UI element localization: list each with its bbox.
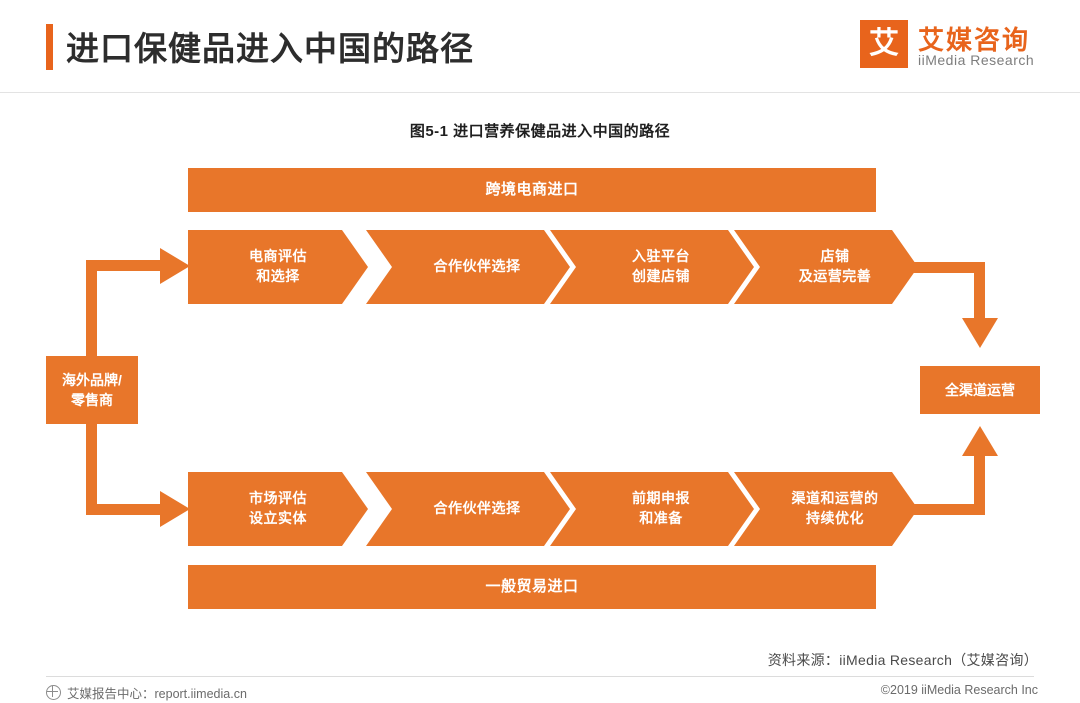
connector-bottom-to-end-v <box>974 456 985 515</box>
brand-logo: 艾 艾媒咨询 iiMedia Research <box>860 20 1046 74</box>
step-label-line1: 合作伙伴选择 <box>433 258 521 275</box>
arrowhead-bottom-left-icon <box>160 491 190 527</box>
connector-top-to-end-h <box>900 262 984 273</box>
arrowhead-end-bottom-icon <box>962 426 998 456</box>
connector-start-up <box>86 260 97 360</box>
connector-start-down <box>86 420 97 515</box>
step-label-line2: 创建店铺 <box>632 268 690 284</box>
step-label-line1: 入驻平台 <box>632 248 690 265</box>
arrowhead-top-left-icon <box>160 248 190 284</box>
step-general-trade-1[interactable]: 市场评估 设立实体 <box>188 472 368 546</box>
title-accent-bar <box>46 24 53 70</box>
step-label-line2: 持续优化 <box>806 510 864 526</box>
connector-top-to-end-v <box>974 262 985 324</box>
step-general-trade-3[interactable]: 前期申报 和准备 <box>550 472 754 546</box>
step-label-line1: 渠道和运营的 <box>791 490 879 507</box>
page-header: 进口保健品进入中国的路径 艾 艾媒咨询 iiMedia Research <box>0 0 1080 92</box>
step-label-line1: 前期申报 <box>632 490 690 507</box>
step-cross-border-2[interactable]: 合作伙伴选择 <box>366 230 570 304</box>
chart-title: 图5-1 进口营养保健品进入中国的路径 <box>409 123 671 140</box>
start-node-overseas-brand[interactable]: 海外品牌/ 零售商 <box>46 356 138 424</box>
connector-bottom-to-end-h <box>900 504 984 515</box>
step-label-line1: 店铺 <box>820 248 850 265</box>
step-label-line1: 合作伙伴选择 <box>433 500 521 517</box>
lane-banner-cross-border: 跨境电商进口 <box>188 168 876 212</box>
step-label-line2: 设立实体 <box>249 510 307 526</box>
footer-copyright: ©2019 iiMedia Research Inc <box>880 683 1038 697</box>
step-cross-border-4[interactable]: 店铺 及运营完善 <box>734 230 918 304</box>
start-node-line2: 零售商 <box>70 392 113 408</box>
step-label-line2: 及运营完善 <box>798 268 872 284</box>
footer-left-text: 艾媒报告中心：report.iimedia.cn <box>67 687 247 701</box>
step-label-line2: 和选择 <box>256 268 300 284</box>
logo-mark-icon: 艾 <box>860 20 908 68</box>
page-title: 进口保健品进入中国的路径 <box>66 30 474 67</box>
source-note: 资料来源：iiMedia Research（艾媒咨询） <box>767 652 1038 668</box>
logo-chinese-name: 艾媒咨询 <box>918 25 1031 55</box>
header-divider <box>0 92 1080 93</box>
step-label-line1: 市场评估 <box>249 490 307 507</box>
connector-start-up-h <box>86 260 166 271</box>
logo-english-name: iiMedia Research <box>918 52 1035 68</box>
step-cross-border-1[interactable]: 电商评估 和选择 <box>188 230 368 304</box>
connector-start-down-h <box>86 504 166 515</box>
footer-divider <box>46 676 1034 677</box>
lane-banner-general-trade: 一般贸易进口 <box>188 565 876 609</box>
start-node-line1: 海外品牌/ <box>62 371 122 388</box>
arrowhead-end-top-icon <box>962 318 998 348</box>
step-general-trade-4[interactable]: 渠道和运营的 持续优化 <box>734 472 918 546</box>
globe-icon <box>46 685 61 700</box>
footer-report-center: 艾媒报告中心：report.iimedia.cn <box>46 683 247 702</box>
step-cross-border-3[interactable]: 入驻平台 创建店铺 <box>550 230 754 304</box>
end-node-omnichannel[interactable]: 全渠道运营 <box>920 366 1040 414</box>
step-label-line2: 和准备 <box>639 510 683 526</box>
step-label-line1: 电商评估 <box>249 248 307 265</box>
step-general-trade-2[interactable]: 合作伙伴选择 <box>366 472 570 546</box>
